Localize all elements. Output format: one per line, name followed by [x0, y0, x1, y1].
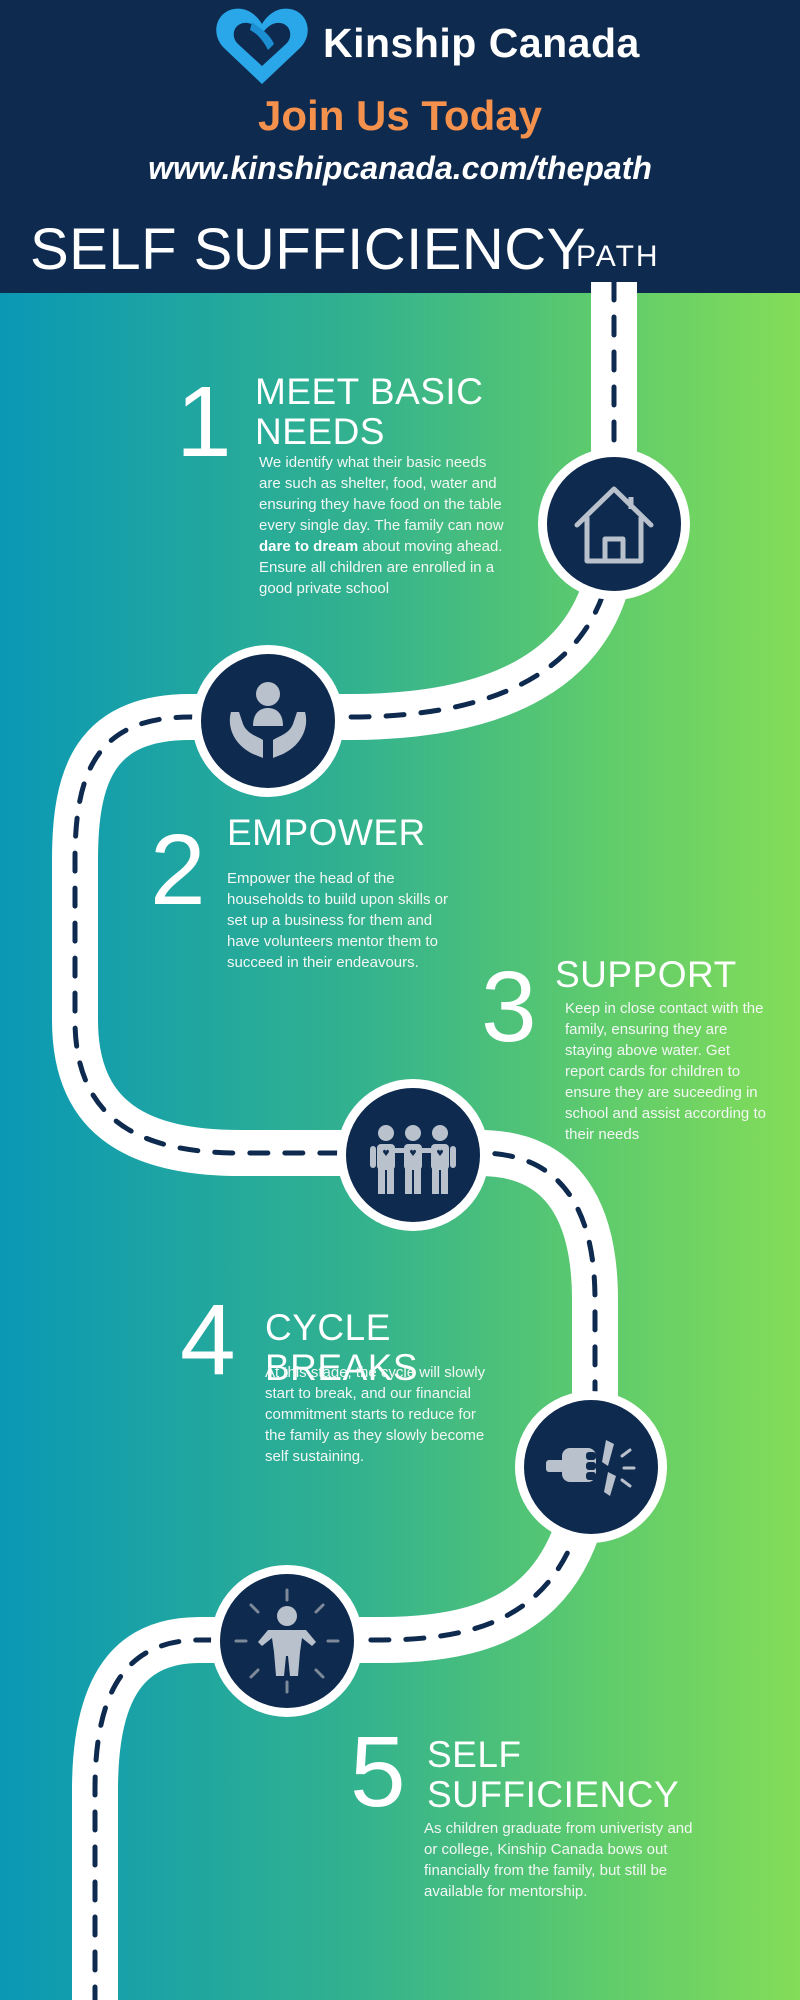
standing-person-icon: [234, 1588, 340, 1694]
hands-holding-person-icon: [229, 682, 307, 758]
step-1-title: MEET BASIC NEEDS: [255, 371, 484, 452]
step-4-node: [515, 1391, 667, 1543]
step-3-node: [337, 1079, 489, 1231]
page-title-suffix: PATH: [576, 240, 660, 273]
step-5-node: [211, 1565, 363, 1717]
step-2-number: 2: [150, 814, 206, 926]
step-2-node: [192, 645, 344, 797]
step-4-number: 4: [180, 1284, 236, 1396]
group-of-people-icon: [370, 1125, 456, 1194]
page-title: SELF SUFFICIENCY: [30, 217, 586, 282]
step-5-title: SELF SUFFICIENCY: [427, 1734, 680, 1815]
step-4-description: At this stage, the cycle will slowly sta…: [265, 1364, 486, 1465]
step-1-number: 1: [176, 366, 232, 478]
step-3-description: Keep in close contact with the family, e…: [565, 1000, 766, 1143]
step-4-title: CYCLE BREAKS: [265, 1307, 419, 1388]
step-5-number: 5: [350, 1716, 406, 1828]
fist-breaking-chain-icon: [546, 1440, 636, 1496]
header-banner: [0, 0, 800, 293]
heart-logo-icon: [212, 4, 312, 88]
step-5-description: As children graduate from univeristy and…: [424, 1820, 693, 1900]
step-1-description: We identify what their basic needs are s…: [259, 454, 504, 597]
step-1-node: [538, 448, 690, 600]
house-icon: [574, 486, 654, 564]
website-link[interactable]: www.kinshipcanada.com/thepath: [148, 150, 652, 186]
step-2-description: Empower the head of the households to bu…: [227, 870, 448, 971]
join-cta[interactable]: Join Us Today: [258, 92, 542, 139]
step-3-number: 3: [481, 951, 537, 1063]
brand-name: Kinship Canada: [323, 20, 640, 66]
step-2-title: EMPOWER: [227, 812, 426, 853]
step-3-title: SUPPORT: [555, 954, 737, 995]
